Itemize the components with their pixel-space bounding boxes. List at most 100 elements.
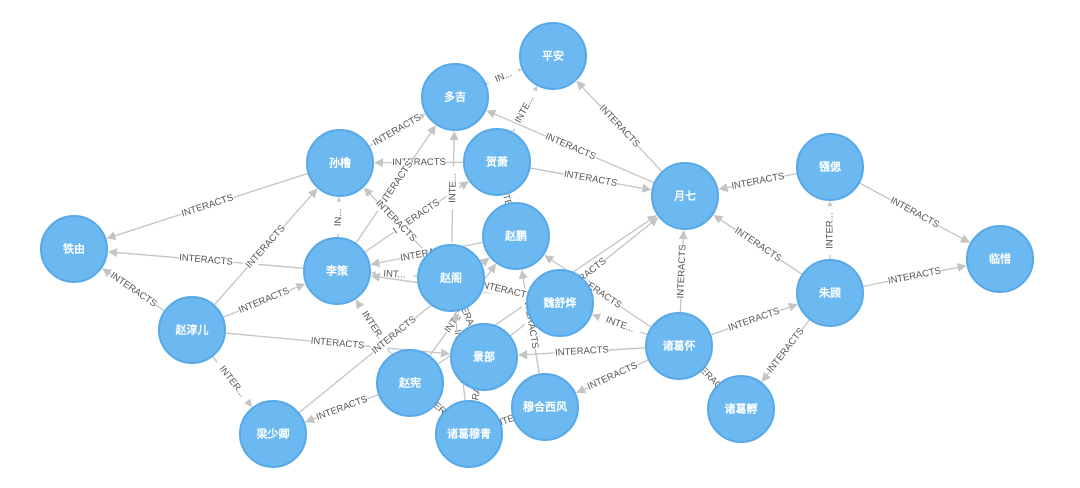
edge-zhugehuai-weishuye[interactable]: INTE... — [592, 311, 648, 338]
edge-zhuyuan-yueqi[interactable]: INTERACTS — [713, 214, 803, 275]
edge-lice-tieyou[interactable]: INTERACTS — [107, 248, 304, 269]
node-circle[interactable] — [651, 162, 719, 230]
edge-weishuye-zhaoge[interactable]: INTERACTS — [478, 278, 534, 303]
edge-label: INTERACTS — [563, 169, 618, 189]
node-circle[interactable] — [450, 323, 518, 391]
edge-label-background — [243, 222, 289, 272]
edge-zhuyuan-linxi[interactable]: INTERACTS — [863, 263, 967, 288]
edge-label: INTERACTS — [555, 344, 609, 358]
node-zhaopeng[interactable]: 赵鹏 — [482, 202, 550, 270]
edge-duoji-pingan[interactable]: IN... — [486, 64, 522, 89]
edge-label: INTE... — [447, 173, 459, 203]
edge-qiangji-yueqi[interactable]: INTERACTS — [718, 170, 797, 193]
edge-zhuyuan-zhugefu[interactable]: INTERACTS — [761, 319, 810, 382]
node-circle[interactable] — [796, 133, 864, 201]
edge-label: INTERACTS — [371, 112, 423, 148]
edge-label-background — [597, 311, 643, 338]
edge-qiangji-linxi[interactable]: INTERACTS — [859, 182, 971, 243]
edge-label-group: INTE... — [446, 166, 460, 210]
node-zhugemuqing[interactable]: 诸葛穆青 — [435, 400, 503, 468]
node-circle[interactable] — [306, 129, 374, 197]
node-label: 赵宪 — [398, 376, 421, 390]
node-sunlu[interactable]: 孙橹 — [306, 129, 374, 197]
edge-label-background — [309, 334, 366, 352]
edge-zhaoyuer-sunlu[interactable]: INTERACTS — [214, 188, 318, 305]
node-tieyou[interactable]: 铁由 — [40, 215, 108, 283]
edge-zhaoyuer-jingdu[interactable]: INTERACTS — [225, 332, 451, 358]
edge-zhugehuai-yueqi[interactable]: INTERACTS — [674, 230, 690, 313]
edge-label-group: INTERACTS — [886, 264, 943, 288]
edge-label: INTERACTS — [675, 244, 688, 298]
node-jingdu[interactable]: 景部 — [450, 323, 518, 391]
edge-sunlu-duoji[interactable]: INTERACTS — [369, 111, 426, 149]
node-label: 镪偲 — [818, 160, 841, 174]
node-circle[interactable] — [421, 63, 489, 131]
edge-zhaoyuer-liangshaoqing[interactable]: INTER... — [212, 356, 253, 408]
edge-label: INTERACTS — [731, 171, 786, 192]
node-zhugefu[interactable]: 诸葛孵 — [707, 375, 775, 443]
edge-lice-sunlu[interactable]: IN... — [332, 197, 345, 238]
node-circle[interactable] — [303, 237, 371, 305]
edge-label-group: INTERACTS — [887, 194, 942, 231]
node-linxi[interactable]: 临惜 — [966, 225, 1034, 293]
node-circle[interactable] — [417, 244, 485, 312]
node-muhexifeng[interactable]: 穆合西风 — [511, 373, 579, 441]
node-circle[interactable] — [707, 375, 775, 443]
node-zhuyuan[interactable]: 朱顾 — [796, 259, 864, 327]
node-zhugehuai[interactable]: 诸葛怀 — [645, 312, 713, 380]
edge-label-background — [314, 393, 370, 424]
edge-zhugehuai-zhuyuan[interactable]: INTERACTS — [710, 303, 798, 336]
edge-label: INTERACTS — [244, 223, 288, 271]
edge-zhugehuai-jingdu[interactable]: INTERACTS — [518, 343, 646, 360]
node-circle[interactable] — [158, 296, 226, 364]
node-label: 赵鹏 — [504, 229, 527, 243]
edge-label-group: INTERACTS — [178, 251, 234, 269]
edge-label-group: INTERACTS — [314, 393, 370, 424]
edge-label-background — [731, 224, 784, 265]
edge-label: INTER... — [825, 212, 836, 248]
edge-label-group: INTERACTS — [309, 334, 366, 352]
node-circle[interactable] — [966, 225, 1034, 293]
edge-label-background — [585, 359, 640, 394]
node-pingan[interactable]: 平安 — [519, 22, 587, 90]
node-yueqi[interactable]: 月七 — [651, 162, 719, 230]
node-zhaoxian[interactable]: 赵宪 — [376, 349, 444, 417]
edge-label-background — [730, 170, 786, 193]
node-circle[interactable] — [645, 312, 713, 380]
node-circle[interactable] — [239, 400, 307, 468]
node-circle[interactable] — [376, 349, 444, 417]
edge-zhugehuai-muhexifeng[interactable]: INTERACTS — [576, 359, 649, 394]
node-hexiao[interactable]: 贺萧 — [463, 128, 531, 196]
node-weishuye[interactable]: 魏舒烨 — [526, 269, 594, 337]
node-circle[interactable] — [526, 269, 594, 337]
node-circle[interactable] — [435, 400, 503, 468]
edge-zhaoyuer-lice[interactable]: INTERACTS — [223, 283, 306, 318]
node-duoji[interactable]: 多吉 — [421, 63, 489, 131]
node-zhaoyuer[interactable]: 赵淳儿 — [158, 296, 226, 364]
edge-zhaoyuer-tieyou[interactable]: INTERACTS — [102, 268, 165, 312]
edge-zhuyuan-qiangji[interactable]: INTER... — [824, 201, 836, 259]
edge-zhaoge-duoji[interactable]: INTE... — [446, 131, 460, 245]
node-label: 多吉 — [444, 90, 466, 104]
edge-label-background — [107, 269, 160, 311]
node-circle[interactable] — [796, 259, 864, 327]
edge-label-group: INTERACTS — [585, 359, 640, 394]
edge-hexiao-pingan[interactable]: INTE... — [509, 86, 541, 133]
node-zhaoge[interactable]: 赵阁 — [417, 244, 485, 312]
node-qiangji[interactable]: 镪偲 — [796, 133, 864, 201]
node-liangshaoqing[interactable]: 梁少卿 — [239, 400, 307, 468]
edge-label-group: INTER... — [212, 358, 252, 405]
node-circle[interactable] — [40, 215, 108, 283]
edge-hexiao-yueqi[interactable]: INTERACTS — [530, 167, 652, 193]
node-circle[interactable] — [511, 373, 579, 441]
node-circle[interactable] — [519, 22, 587, 90]
node-circle[interactable] — [463, 128, 531, 196]
edge-label-background — [509, 87, 541, 132]
edges-layer: IN...INTE...INTERACTSINTERACTSINTERACTSI… — [102, 64, 971, 434]
node-lice[interactable]: 李策 — [303, 237, 371, 305]
edge-label-group: INTERACTS — [370, 111, 424, 149]
node-label: 月七 — [673, 189, 696, 203]
node-circle[interactable] — [482, 202, 550, 270]
